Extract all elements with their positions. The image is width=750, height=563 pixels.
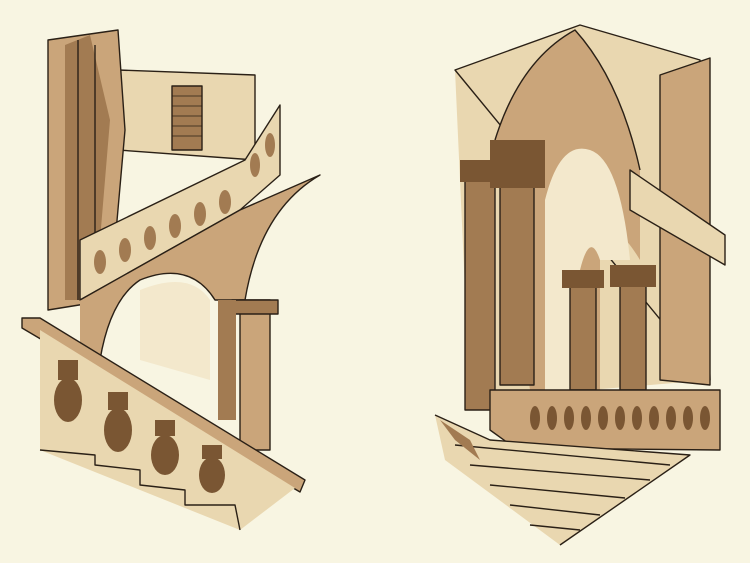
- shuttered-window: [172, 86, 202, 150]
- column: [240, 300, 270, 450]
- right-arcade-drawing: [434, 24, 726, 546]
- left-staircase-drawing: [21, 29, 321, 531]
